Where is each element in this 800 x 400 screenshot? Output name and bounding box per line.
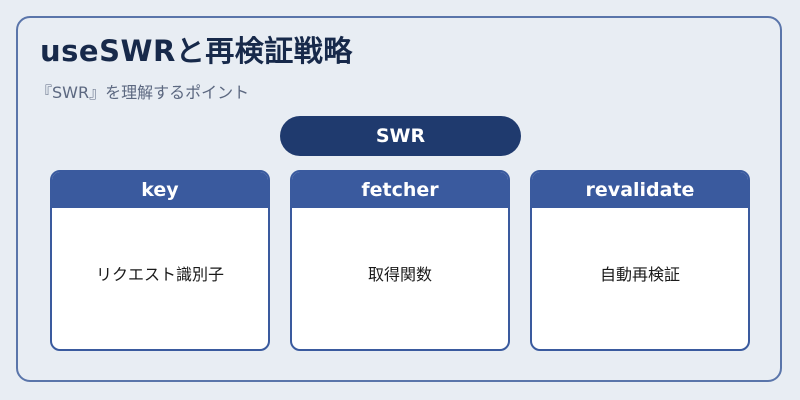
card-fetcher: fetcher 取得関数 (290, 170, 510, 351)
card-fetcher-header: fetcher (292, 172, 508, 208)
card-key-header: key (52, 172, 268, 208)
card-key: key リクエスト識別子 (50, 170, 270, 351)
card-fetcher-body: 取得関数 (367, 264, 432, 284)
card-key-body: リクエスト識別子 (95, 264, 224, 284)
page-subtitle: 『SWR』を理解するポイント (36, 83, 250, 102)
card-revalidate: revalidate 自動再検証 (530, 170, 750, 351)
root-node-swr: SWR (280, 116, 521, 156)
card-revalidate-header: revalidate (532, 172, 748, 208)
page-title: useSWRと再検証戦略 (40, 34, 353, 68)
root-node-label: SWR (375, 125, 426, 147)
card-revalidate-body: 自動再検証 (599, 264, 680, 284)
